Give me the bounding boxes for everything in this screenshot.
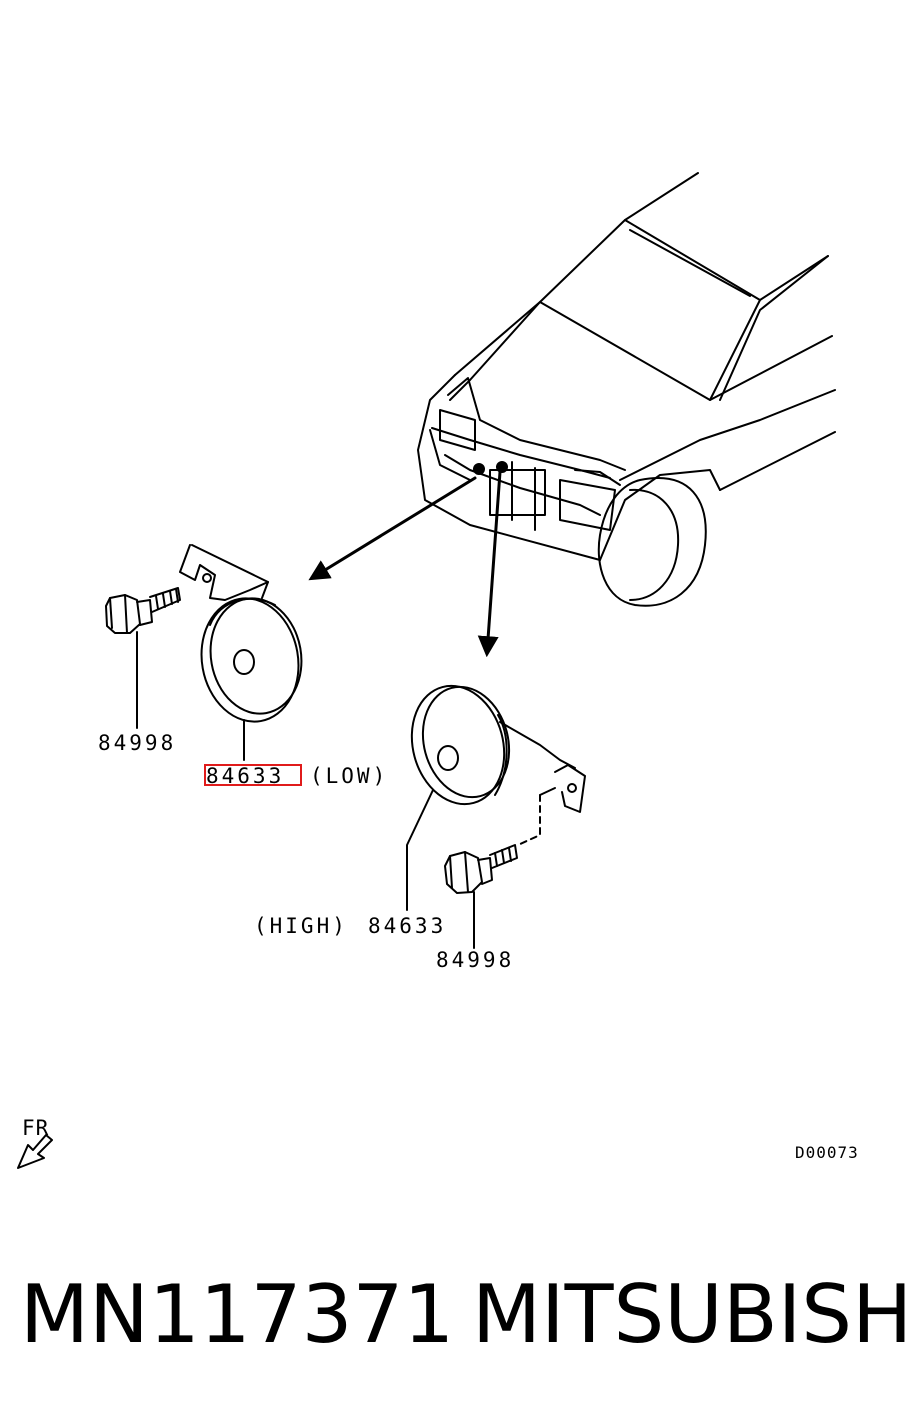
front-direction-arrow-icon [17, 1134, 53, 1169]
front-direction-label: FR [22, 1116, 50, 1140]
footer-part-number: MN117371 [20, 1268, 455, 1361]
arrow-to-high-horn [477, 470, 502, 658]
arrow-to-low-horn [308, 476, 477, 581]
right-bolt-drawing [444, 844, 518, 894]
high-horn-part-number: 84633 [368, 914, 447, 938]
diagram-code: D00073 [795, 1143, 859, 1162]
high-horn-drawing [410, 684, 586, 846]
right-bolt-part-number: 84998 [436, 948, 515, 972]
selected-part-highlight [204, 764, 302, 786]
left-bolt-part-number: 84998 [98, 731, 177, 755]
left-bolt-drawing [105, 587, 181, 634]
vehicle-front-outline [417, 172, 836, 607]
high-horn-tag: (HIGH) [254, 914, 348, 938]
low-horn-tag: (LOW) [310, 764, 389, 788]
low-horn-part-number: 84633 [206, 764, 285, 788]
high-horn-leader [406, 789, 434, 911]
low-horn-drawing [179, 544, 303, 723]
footer-brand: MITSUBISHI [472, 1268, 909, 1361]
